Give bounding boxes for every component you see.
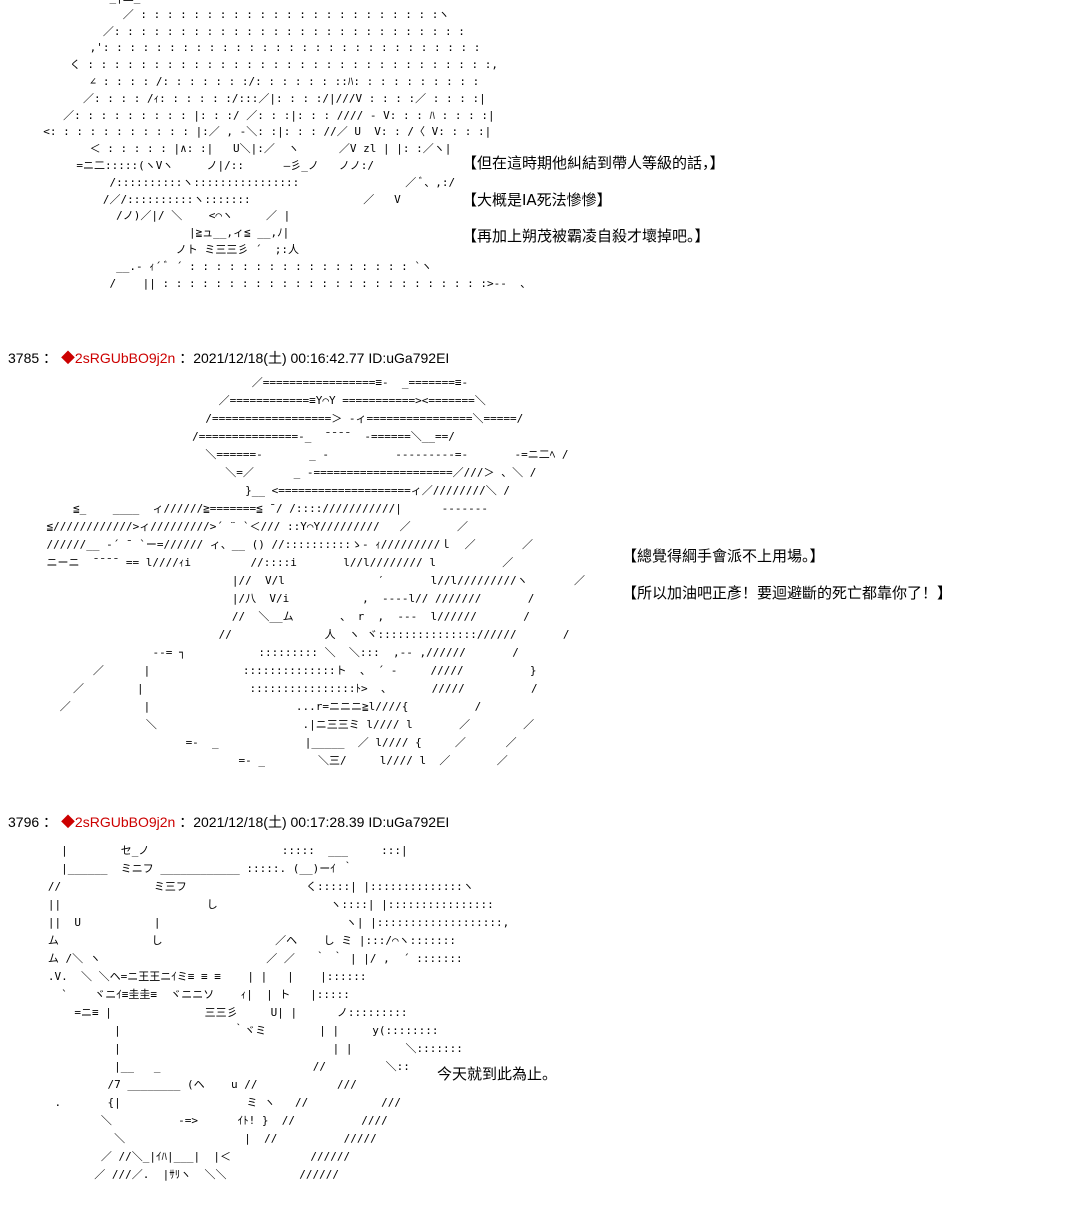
dialogue-line: 【大概是IA死法慘慘】 xyxy=(462,191,612,209)
post-header: 3785 ： ◆2sRGUbBO9j2n ：2021/12/18(土) 00:1… xyxy=(8,348,449,368)
dialogue-line: 【總覺得綱手會派不上用場。】 xyxy=(622,547,825,565)
ascii-art-block-3: | セ_ノ ::::: ___ :::| |______ ミニフ _______… xyxy=(47,844,510,1181)
post-number[interactable]: 3785 xyxy=(8,350,40,366)
post-datetime: ：2021/12/18(土) 00:16:42.77 xyxy=(179,350,365,366)
post-separator: ： xyxy=(43,350,58,366)
poster-tripcode: ◆2sRGUbBO9j2n xyxy=(60,814,176,830)
ascii-art-block-2: ／=================≡- _=======≡- ／=======… xyxy=(46,376,586,767)
post-header: 3796 ： ◆2sRGUbBO9j2n ：2021/12/18(土) 00:1… xyxy=(8,812,449,832)
post-separator: ： xyxy=(43,814,58,830)
poster-tripcode: ◆2sRGUbBO9j2n xyxy=(60,350,176,366)
poster-id: ID:uGa792EI xyxy=(368,814,450,830)
post-datetime: ：2021/12/18(土) 00:17:28.39 xyxy=(179,814,365,830)
dialogue-line: 今天就到此為止。 xyxy=(437,1065,558,1083)
poster-id: ID:uGa792EI xyxy=(368,350,450,366)
dialogue-line: 【再加上朔茂被霸凌自殺才壞掉吧。】 xyxy=(462,227,710,245)
post-number[interactable]: 3796 xyxy=(8,814,40,830)
dialogue-line: 【但在這時期他糾結到帶人等級的話，】 xyxy=(462,154,725,172)
dialogue-line: 【所以加油吧正彥！要迴避斷的死亡都靠你了！】 xyxy=(622,584,953,602)
ascii-art-block-1: _|二_ ̄ ／ : : : : : : : : : : : : : : : :… xyxy=(43,0,532,290)
